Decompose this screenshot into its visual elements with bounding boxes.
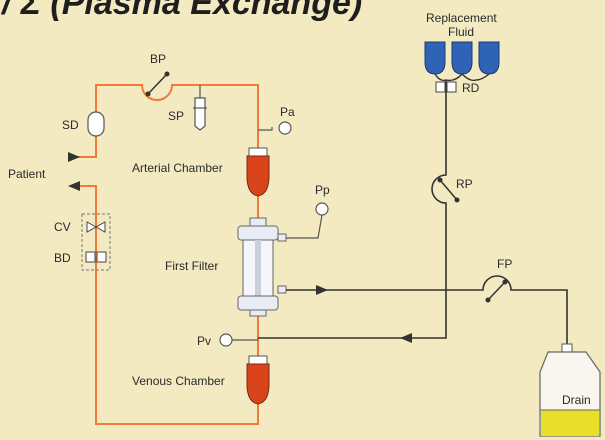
patient-out-arrow (68, 181, 80, 191)
pv-label: Pv (197, 334, 211, 348)
rp-pump (437, 177, 460, 203)
replacement-fluid-bags (424, 41, 500, 82)
venous-line (70, 185, 259, 425)
replacement-line (258, 80, 447, 339)
replacement-fluid-label-line2: Fluid (448, 25, 474, 39)
bd-label: BD (54, 251, 71, 265)
pp-label: Pp (315, 183, 330, 197)
replacement-arrow (400, 333, 412, 343)
cv-label: CV (54, 220, 71, 234)
patient-label: Patient (8, 167, 46, 181)
pv-monitor (219, 333, 258, 347)
sd-sensor (87, 111, 105, 137)
patient-in-arrow (68, 152, 80, 162)
bp-pump (145, 71, 170, 97)
venous-chamber (246, 355, 270, 405)
fluid-circuit (258, 80, 568, 345)
blood-circuit (70, 84, 259, 425)
venous-chamber-label: Venous Chamber (132, 374, 225, 388)
page-title: / Σ (Plasma Exchange) (0, 0, 362, 22)
arterial-chamber-label: Arterial Chamber (132, 161, 223, 175)
rd-label: RD (462, 81, 480, 95)
first-filter (237, 217, 287, 317)
sp-syringe (193, 85, 207, 131)
drain-label: Drain (562, 393, 591, 407)
replacement-fluid-label-line1: Replacement (426, 11, 497, 25)
filtrate-line (286, 275, 568, 345)
pa-label: Pa (280, 105, 295, 119)
first-filter-label: First Filter (165, 259, 218, 273)
sd-label: SD (62, 118, 79, 132)
arterial-line (70, 84, 259, 158)
cv-bd-box (81, 213, 111, 271)
bp-label: BP (150, 52, 166, 66)
fp-label: FP (497, 257, 512, 271)
rd-detector (435, 81, 457, 93)
sp-label: SP (168, 109, 184, 123)
pa-monitor (258, 121, 292, 135)
rp-label: RP (456, 177, 473, 191)
drain-container (539, 343, 601, 437)
arterial-chamber (246, 147, 270, 197)
pp-monitor (280, 202, 329, 239)
fp-pump (485, 279, 508, 303)
filtrate-arrow (316, 285, 328, 295)
